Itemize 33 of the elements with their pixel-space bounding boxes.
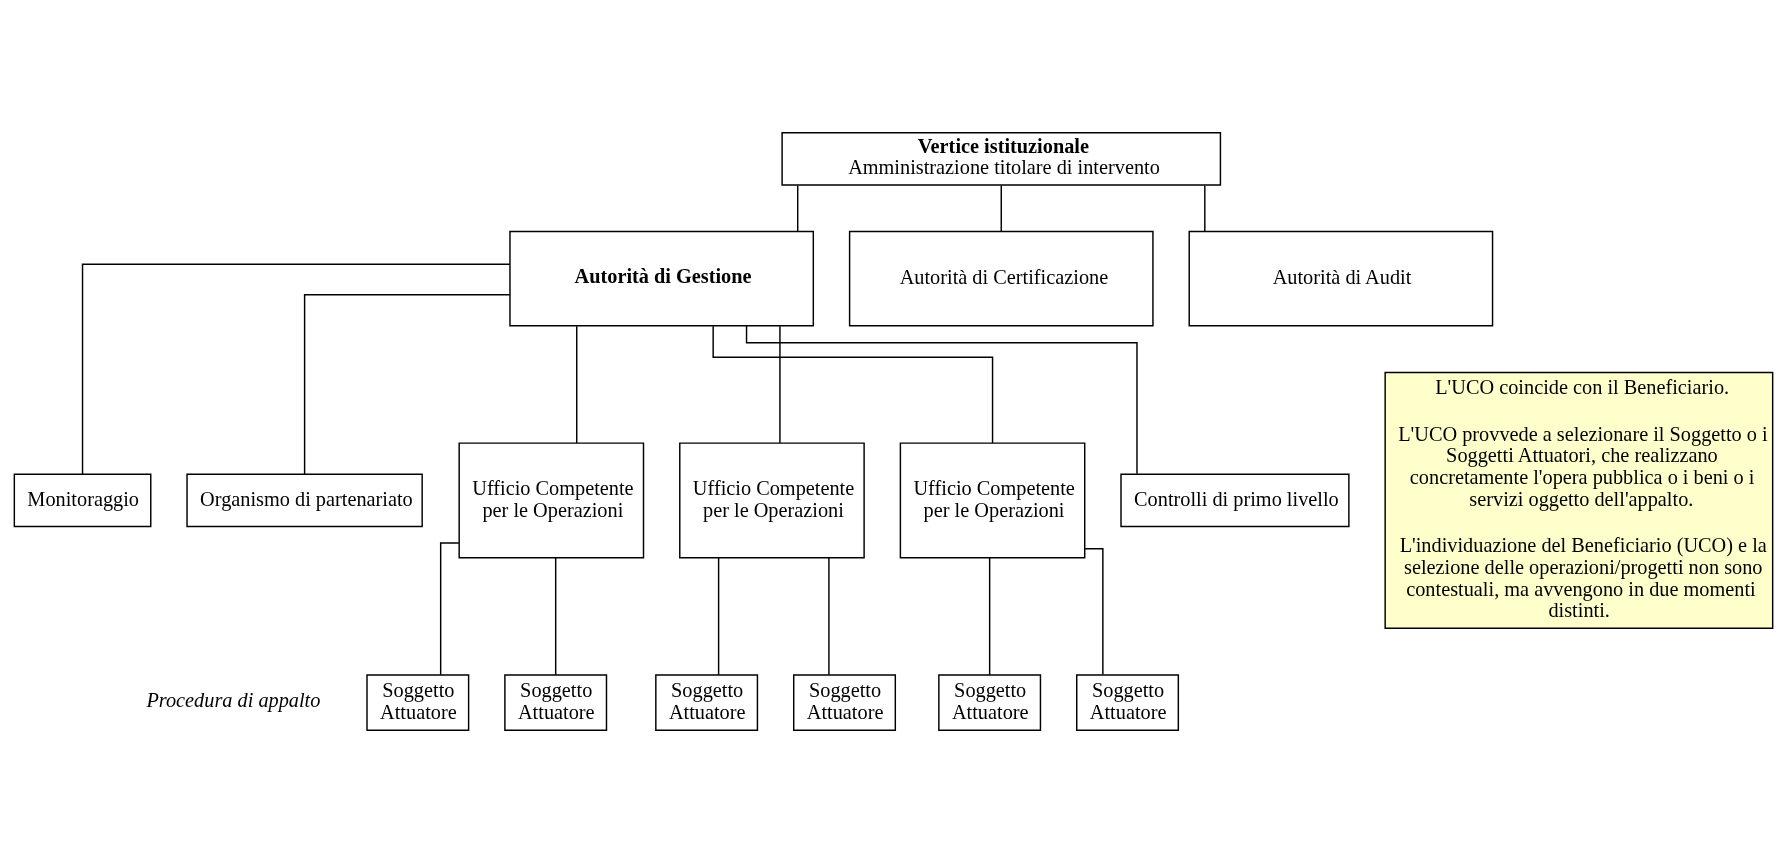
- connector: [554, 557, 557, 676]
- node-box: Soggetto Attuatore: [366, 674, 470, 731]
- connector: [1084, 548, 1104, 676]
- connector: [712, 325, 994, 444]
- node-box: Ufficio Competente per le Operazioni: [899, 442, 1086, 559]
- connector: [1204, 184, 1206, 233]
- node-box: Autorità di Certificazione: [848, 230, 1154, 327]
- node-box: Controlli di primo livello: [1120, 473, 1350, 528]
- connector: [745, 325, 1138, 475]
- connector: [1000, 184, 1002, 233]
- node-box: Ufficio Competente per le Operazioni: [458, 442, 645, 559]
- node-box: Soggetto Attuatore: [504, 674, 608, 731]
- connector: [81, 263, 511, 475]
- node-box: L'UCO coincide con il Beneficiario. L'UCO provvede a selezionare il Soggetto o i Soggetti Attuatori, che realizzano concretamente l'opera pubblica o i beni o i servizi oggetto dell'appalto. L'individuazione del Beneficiario (UCO) e la selezione delle operazioni/progetti non sono contestuali, ma avvengono in due momenti distinti.: [1384, 371, 1774, 630]
- node-box: Soggetto Attuatore: [793, 674, 897, 731]
- connector: [988, 557, 991, 676]
- label: Procedura di appalto: [146, 688, 321, 711]
- node-box: Autorità di Gestione: [509, 230, 815, 327]
- connector: [779, 325, 781, 444]
- node-box: Ufficio Competente per le Operazioni: [679, 442, 865, 559]
- connector: [828, 557, 830, 676]
- node-box: Soggetto Attuatore: [938, 674, 1042, 731]
- node-box: Autorità di Audit: [1188, 230, 1494, 327]
- connector: [797, 184, 799, 233]
- node-box: Soggetto Attuatore: [1076, 674, 1180, 731]
- node-box: Vertice istituzionale Amministrazione titolare di intervento: [781, 132, 1222, 186]
- connector: [439, 542, 460, 676]
- node-box: Organismo di partenariato: [186, 473, 423, 528]
- connector: [717, 557, 720, 676]
- connector: [303, 294, 511, 475]
- node-box: Soggetto Attuatore: [655, 674, 759, 731]
- node-box: Monitoraggio: [13, 473, 152, 528]
- connector: [576, 325, 578, 444]
